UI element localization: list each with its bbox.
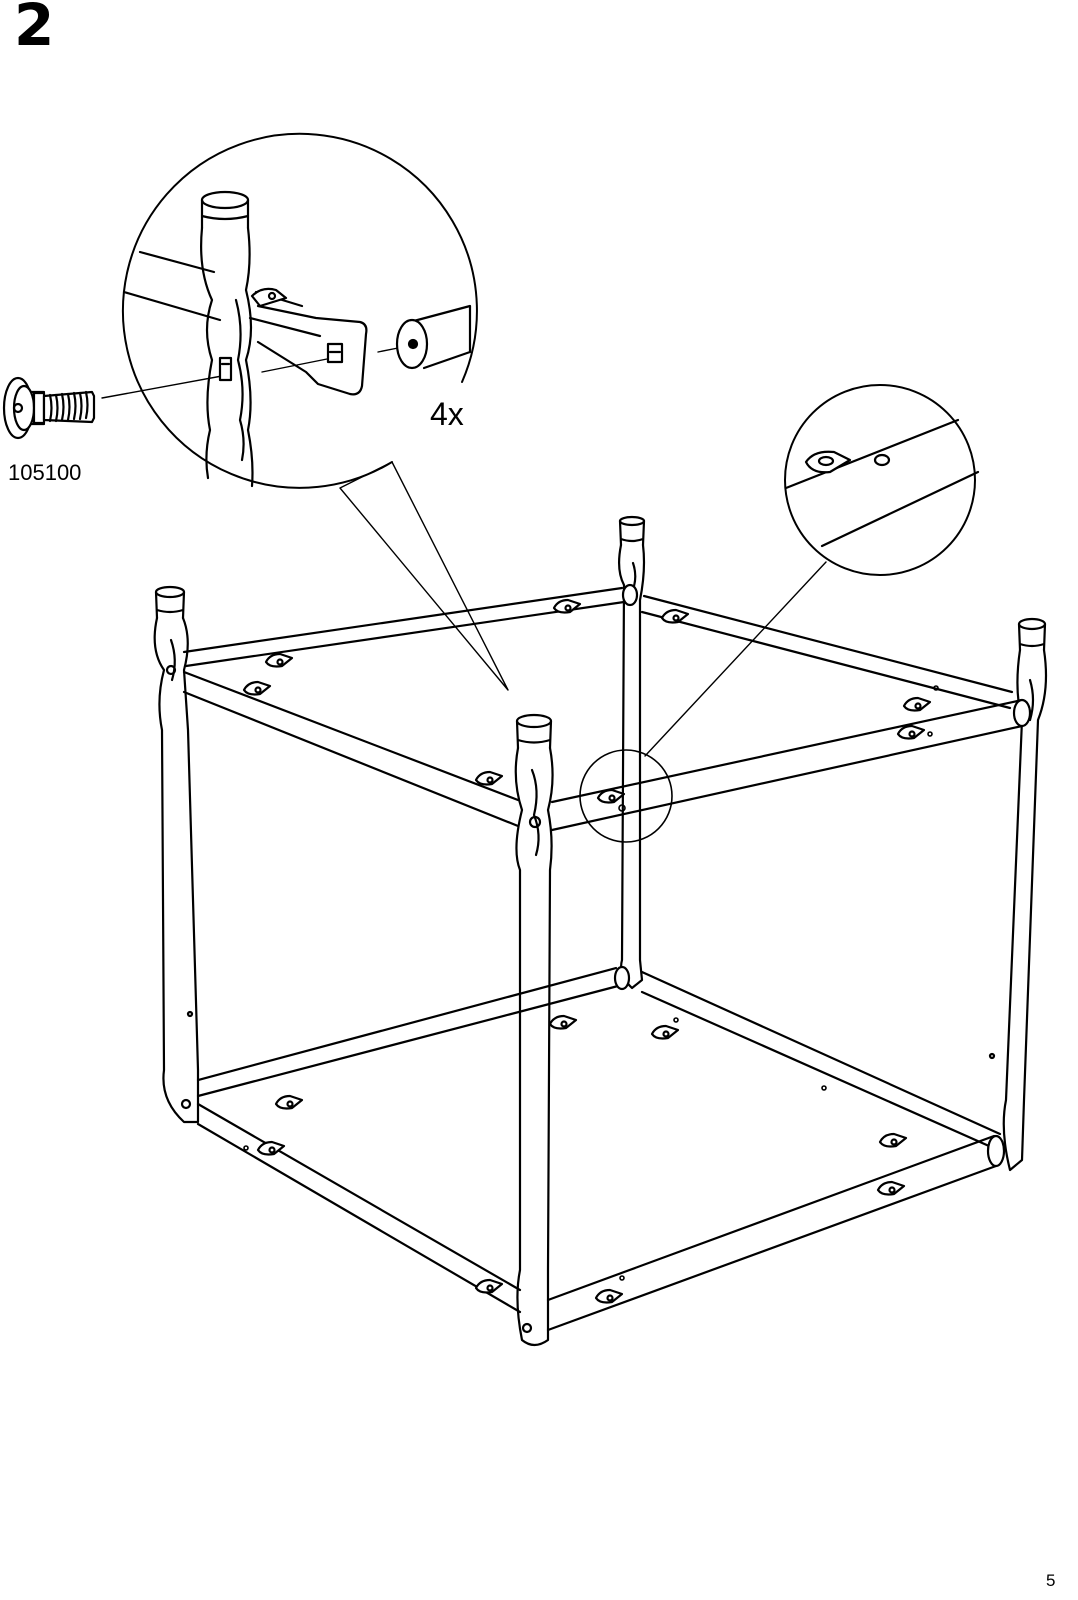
screw-icon <box>4 378 94 438</box>
table-frame <box>155 517 1046 1345</box>
magnifier-detail-bracket <box>123 134 508 690</box>
